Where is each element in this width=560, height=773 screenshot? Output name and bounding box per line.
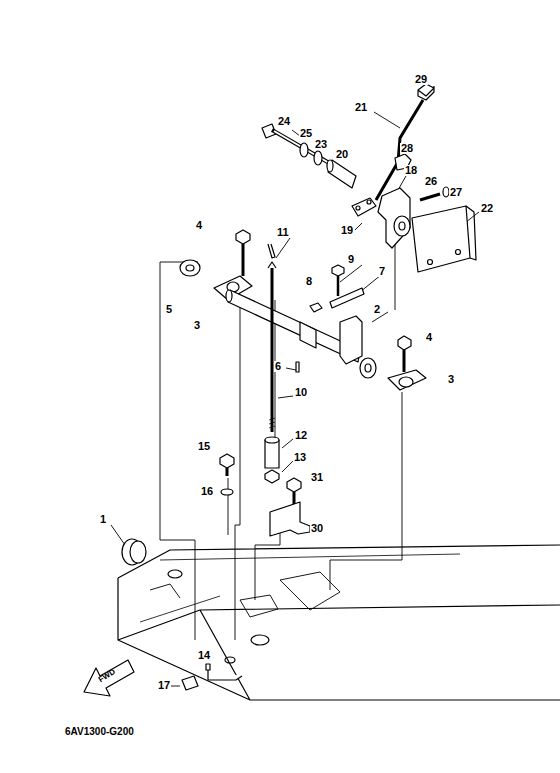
forward-arrow <box>84 660 134 696</box>
callout-number: 17 <box>157 680 171 691</box>
callout-number: 5 <box>165 304 173 315</box>
callout-number: 3 <box>193 320 201 331</box>
callout-number: 9 <box>347 254 355 265</box>
callout-number: 20 <box>335 149 349 160</box>
callout-number: 3 <box>447 374 455 385</box>
callout-number: 10 <box>294 387 308 398</box>
callout-number: 15 <box>197 441 211 452</box>
callout-number: 26 <box>424 176 438 187</box>
callout-number: 11 <box>276 227 290 238</box>
callout-number: 25 <box>299 128 313 139</box>
callout-number: 30 <box>310 523 324 534</box>
callout-number: 31 <box>310 472 324 483</box>
callout-number: 19 <box>340 225 354 236</box>
callout-number: 2 <box>373 304 381 315</box>
direction-label: FWD <box>96 667 117 684</box>
callout-number: 22 <box>480 203 494 214</box>
callout-number: 28 <box>400 143 414 154</box>
callout-number: 1 <box>99 514 107 525</box>
callout-number: 4 <box>195 220 203 231</box>
callout-number: 14 <box>197 650 211 661</box>
callout-number: 16 <box>200 486 214 497</box>
callout-number: 23 <box>314 139 328 150</box>
callout-number: 21 <box>354 102 368 113</box>
callout-number: 12 <box>294 430 308 441</box>
callout-number: 6 <box>274 361 282 372</box>
callout-number: 24 <box>277 116 291 127</box>
callout-number: 13 <box>293 452 307 463</box>
callout-number: 7 <box>378 266 386 277</box>
callout-number: 18 <box>404 165 418 176</box>
leader-lines <box>111 112 479 686</box>
diagram-code: 6AV1300-G200 <box>64 727 135 737</box>
callout-number: 29 <box>414 74 428 85</box>
callout-number: 8 <box>305 276 313 287</box>
callout-number: 4 <box>425 332 433 343</box>
callout-number: 27 <box>449 187 463 198</box>
